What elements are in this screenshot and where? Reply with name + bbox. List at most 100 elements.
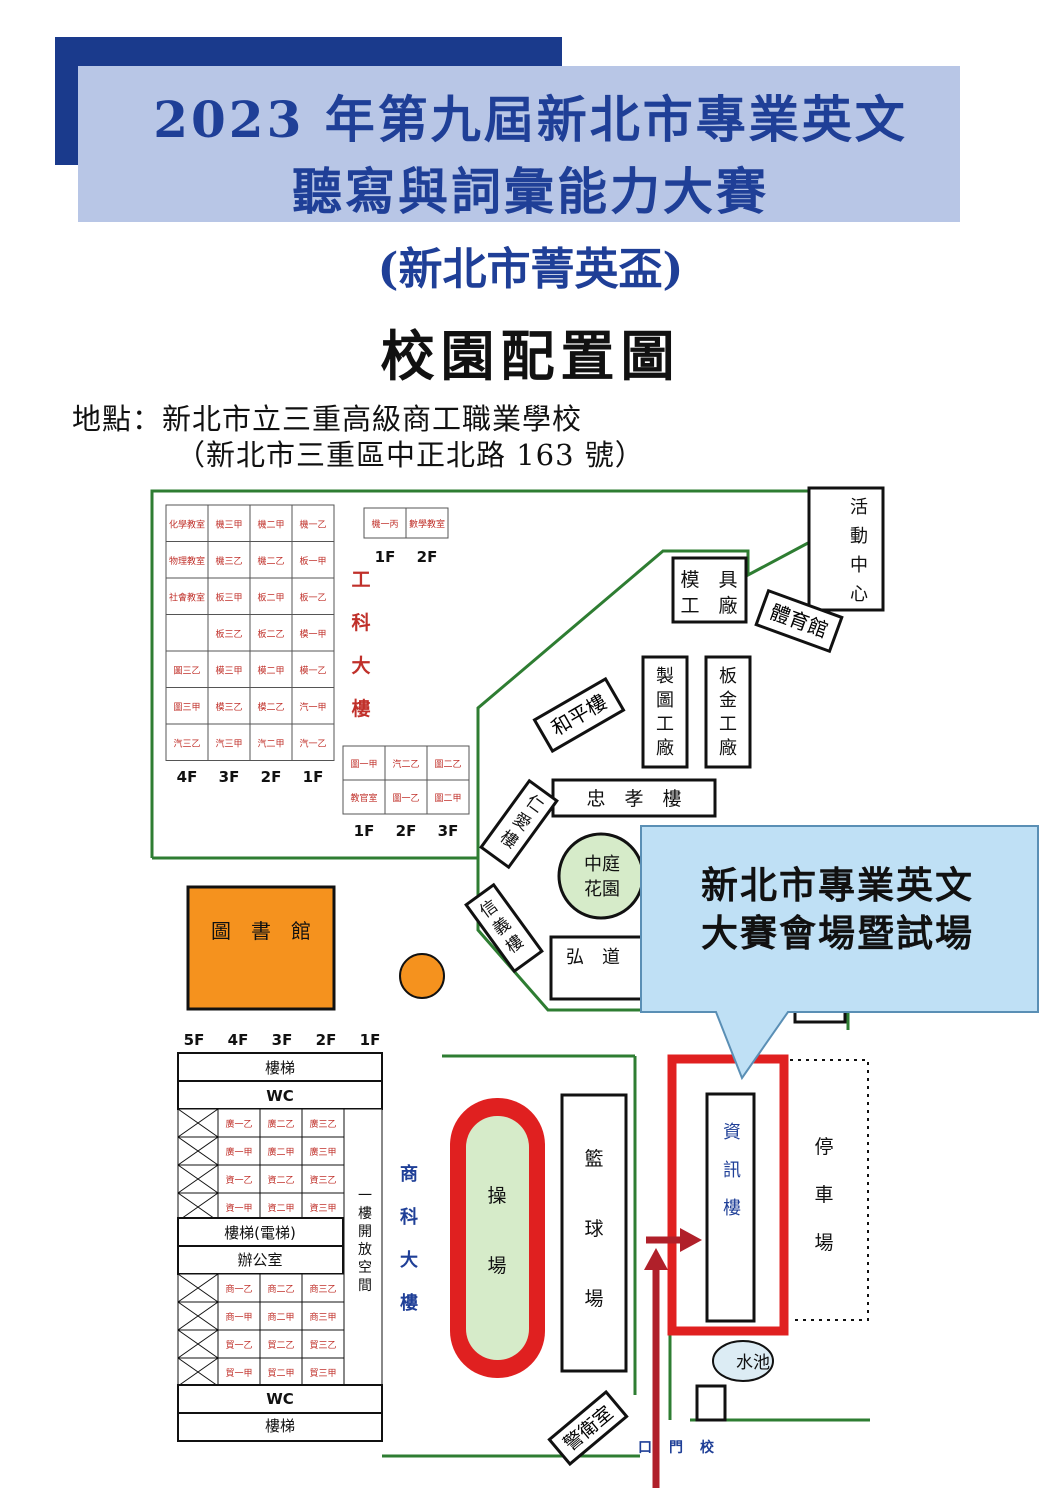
commerce-upper-label-1-0: 廣一甲 [225, 1146, 252, 1158]
commerce-lower-label-1-2: 商三甲 [309, 1311, 336, 1323]
commerce-lower-label-1-1: 商二甲 [267, 1311, 294, 1323]
eng-grid-label-5-0: 圖三甲 [173, 702, 200, 713]
commerce-upper-xb-3 [177, 1192, 219, 1222]
eng-grid-label-2-1: 板三甲 [215, 591, 242, 603]
commerce-upper-xb-2 [177, 1164, 219, 1194]
eng-grid-label-4-2: 模二甲 [257, 665, 284, 676]
gym-box [754, 588, 844, 654]
eng-grid-cell-0-3 [291, 504, 335, 542]
commerce-lower-label-2-1: 貿二乙 [267, 1339, 294, 1351]
xinyi-building [464, 882, 544, 974]
gate-label-3: 口 [638, 1440, 652, 1456]
commerce-lower-label-3-0: 貿一甲 [225, 1367, 252, 1379]
open-space-label-char-4: 空 [358, 1260, 372, 1276]
callout-line-1: 新北市專業英文 [701, 864, 974, 907]
commerce-upper-label-1-2: 廣三甲 [309, 1146, 336, 1158]
eng-bottom-cell-1-2 [426, 779, 470, 815]
commerce-floor-4: 1F [360, 1031, 381, 1049]
commerce-upper-label-3-0: 資一甲 [225, 1202, 252, 1214]
route-arrow-head-up [644, 1248, 668, 1270]
eng-grid-cell-4-3 [291, 650, 335, 688]
sheet-metal-factory-label-char-0: 板 [719, 666, 737, 687]
library-label: 圖 書 館 [211, 919, 311, 943]
renai-building-box [479, 778, 559, 870]
info-building-label-char-1: 訊 [723, 1160, 741, 1181]
commerce-floor-0: 5F [184, 1031, 205, 1049]
guard-room: 警衛室 [547, 1389, 629, 1467]
eng-grid-label-6-0: 汽三乙 [173, 737, 200, 749]
callout-text: 新北市專業英文 大賽會場暨試場 [645, 862, 1030, 958]
eng-small-floor-0: 1F [375, 548, 396, 566]
sheet-metal-factory-label-char-2: 工 [719, 714, 737, 735]
eng-grid-cell-4-2 [249, 650, 293, 688]
eng-grid-cell-1-2 [249, 541, 293, 579]
eng-grid-label-0-1: 機三甲 [215, 518, 242, 530]
eng-grid-cell-5-2 [249, 687, 293, 725]
library [186, 885, 336, 1011]
eng-grid-cell-5-0 [165, 687, 209, 725]
open-space-label-char-1: 樓 [358, 1206, 372, 1222]
commerce-upper-label-3-2: 資三甲 [309, 1202, 336, 1214]
eng-grid-label-2-0: 社會教室 [169, 591, 205, 603]
commerce-lower-cell-2-0 [217, 1329, 261, 1359]
eng-small-floor-1: 2F [417, 548, 438, 566]
eng-grid-label-1-1: 機三乙 [215, 555, 242, 567]
eng-grid-cell-2-2 [249, 577, 293, 615]
commerce-lower-label-3-1: 貿二甲 [267, 1367, 294, 1379]
parking-label-char-1: 車 [814, 1184, 833, 1206]
commerce-upper-label-2-1: 資二乙 [267, 1174, 294, 1186]
commerce-lower-xb-2 [177, 1329, 219, 1359]
playground-label-1: 操 [487, 1185, 506, 1207]
eng-grid-floor-3: 1F [303, 768, 324, 786]
activity-center-label-char-2: 中 [850, 555, 868, 576]
engineering-label-char-1: 科 [351, 611, 370, 634]
open-space-label-char-3: 放 [358, 1242, 372, 1258]
eng-grid-label-6-3: 汽一乙 [299, 737, 326, 749]
boundary-north-west [150, 489, 808, 858]
heping-building-box [532, 676, 626, 754]
eng-grid-cell-6-1 [207, 723, 251, 761]
eng-grid-floor-1: 3F [219, 768, 240, 786]
eng-grid-label-0-3: 機一乙 [299, 518, 326, 530]
eng-grid-cell-4-1 [207, 650, 251, 688]
hongdao-label: 弘 道 [566, 947, 620, 968]
eng-grid-label-3-3: 模一甲 [299, 629, 326, 640]
commerce-label-char-3: 樓 [400, 1292, 418, 1314]
eng-bottom-cell-1-1 [384, 779, 428, 815]
location-text: 地點：新北市立三重高級商工職業學校 [72, 402, 583, 436]
eng-grid-cell-1-1 [207, 541, 251, 579]
mold-factory [671, 556, 748, 624]
eng-grid-label-0-0: 化學教室 [169, 518, 205, 530]
eng-grid-cell-5-1 [207, 687, 251, 725]
eng-grid-label-5-3: 汽一甲 [299, 701, 326, 713]
eng-grid-label-1-3: 板一甲 [299, 555, 326, 567]
basketball-label-char-0: 籃 [584, 1148, 603, 1170]
heping-building: 和平樓 [532, 676, 626, 754]
eng-grid-label-4-0: 圖三乙 [173, 665, 200, 676]
drafting-factory-label-char-3: 廠 [656, 737, 674, 759]
commerce-lower-cell-3-2 [301, 1357, 345, 1387]
activity-center-label-char-1: 動 [850, 526, 868, 547]
commerce-upper-label-3-1: 資二甲 [267, 1202, 294, 1214]
commerce-upper-cell-2-1 [259, 1164, 303, 1194]
gate-label-2: 門 [669, 1440, 683, 1456]
eng-bottom-floor-0: 1F [354, 822, 375, 840]
renai-building [479, 778, 559, 870]
eng-bottom-floor-2: 3F [438, 822, 459, 840]
commerce-lower-label-2-2: 貿三乙 [309, 1339, 336, 1351]
commerce-lower-cell-1-2 [301, 1301, 345, 1331]
commerce-lower-xb-0 [177, 1273, 219, 1303]
eng-grid-label-2-2: 板二甲 [257, 591, 284, 603]
small-gate-box [695, 1384, 727, 1422]
zhongxiao-building [551, 778, 717, 818]
mold-factory-label-1: 模 具 [680, 569, 737, 591]
commerce-floor-1: 4F [228, 1031, 249, 1049]
drafting-factory-label-char-1: 圖 [656, 690, 674, 711]
commerce-floor-3: 2F [316, 1031, 337, 1049]
eng-grid-cell-6-3 [291, 723, 335, 761]
commerce-upper-label-2-2: 資三乙 [309, 1174, 336, 1186]
activity-center [807, 486, 885, 612]
commerce-stairs-bottom-label: 樓梯 [265, 1417, 295, 1435]
eng-bottom-floor-1: 2F [396, 822, 417, 840]
commerce-stairs-elevator-label: 樓梯(電梯) [224, 1224, 296, 1242]
